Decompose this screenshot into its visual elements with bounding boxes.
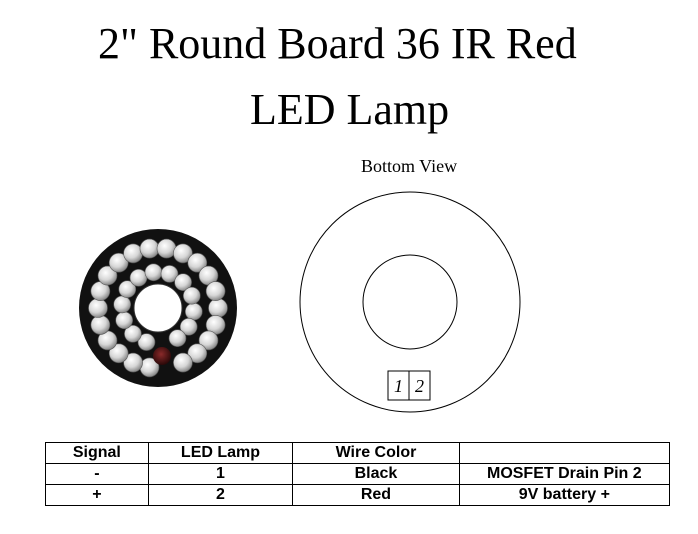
led (183, 286, 201, 305)
led (187, 343, 208, 364)
header-wire-color: Wire Color (292, 442, 460, 464)
pad-label-1: 1 (394, 376, 403, 396)
header-led-lamp: LED Lamp (147, 442, 294, 464)
led (156, 238, 177, 259)
title-line-2: LED Lamp (250, 85, 450, 134)
inner-circle (362, 254, 458, 350)
led (208, 298, 228, 318)
led (160, 265, 179, 283)
cell-signal: + (45, 484, 149, 506)
outer-circle (299, 191, 521, 413)
pad-box-2 (408, 370, 431, 401)
led-board-photo (79, 229, 237, 387)
led (108, 252, 129, 273)
led (123, 243, 143, 264)
led (205, 281, 226, 301)
title-line-1: 2" Round Board 36 IR Red (98, 19, 577, 68)
led (173, 352, 193, 373)
led (108, 343, 129, 364)
cell-wire-color: Red (292, 484, 460, 506)
led (97, 265, 118, 286)
pad-label-2: 2 (415, 376, 424, 396)
led (118, 280, 137, 299)
led (137, 333, 156, 351)
led (185, 302, 203, 321)
table-row: - 1 Black MOSFET Drain Pin 2 (45, 463, 671, 485)
cell-led-lamp: 2 (147, 484, 294, 506)
center-hole (133, 283, 183, 333)
light-sensor (153, 347, 171, 365)
led (168, 329, 187, 347)
led (115, 311, 134, 330)
led (124, 325, 142, 343)
cell-led-lamp: 1 (147, 463, 294, 485)
led (173, 243, 193, 264)
led (113, 295, 132, 314)
led (144, 263, 163, 282)
led (88, 298, 108, 318)
cell-connection: 9V battery + (458, 484, 671, 506)
led (187, 252, 208, 273)
table-header-row: Signal LED Lamp Wire Color (45, 442, 671, 464)
led (129, 268, 148, 287)
led (179, 318, 198, 336)
led (123, 352, 143, 373)
header-connection (458, 442, 671, 464)
cell-signal: - (45, 463, 149, 485)
cell-connection: MOSFET Drain Pin 2 (458, 463, 671, 485)
header-signal: Signal (45, 442, 149, 464)
wiring-table: Signal LED Lamp Wire Color - 1 Black MOS… (45, 442, 671, 506)
led-group (88, 238, 228, 378)
table-row: + 2 Red 9V battery + (45, 484, 671, 506)
bottom-view-diagram: 1 2 (299, 191, 521, 413)
bottom-view-caption: Bottom View (361, 156, 458, 176)
led (139, 238, 160, 259)
cell-wire-color: Black (292, 463, 460, 485)
led (174, 273, 192, 292)
led (198, 330, 219, 351)
led (90, 315, 111, 335)
